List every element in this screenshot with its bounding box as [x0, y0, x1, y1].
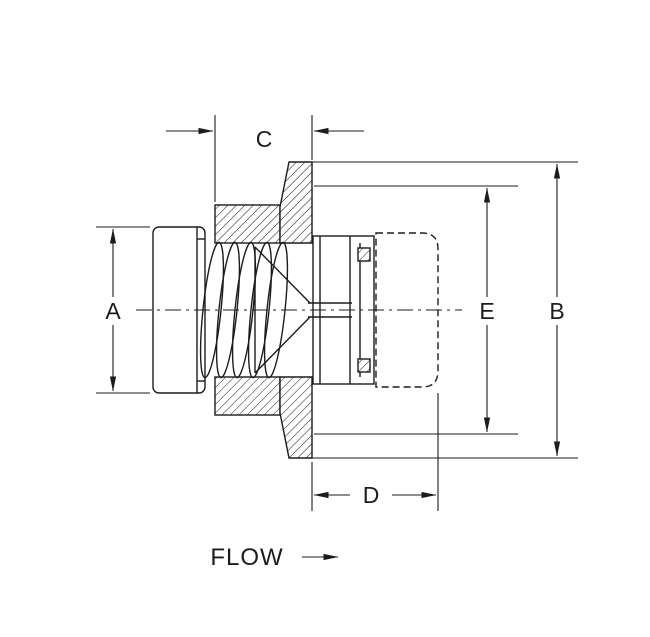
body-bottom-wall — [214, 376, 281, 416]
flange-bottom-half — [279, 376, 313, 459]
cone-edge-line — [254, 316, 311, 374]
spring-coil — [247, 241, 273, 379]
dimension-e: E — [314, 185, 518, 435]
spring-coil — [215, 241, 241, 379]
flange-top-half — [279, 161, 313, 244]
dimension-c: C — [166, 115, 364, 202]
dimension-a: A — [96, 226, 150, 394]
flow-label: FLOW — [210, 544, 283, 571]
dim-label-e: E — [479, 298, 494, 324]
dim-label-b: B — [549, 298, 564, 324]
dimension-b: B — [312, 161, 578, 459]
dim-label-a: A — [105, 298, 121, 324]
coil-spring — [199, 241, 289, 379]
retaining-ring-groove-bottom — [357, 358, 371, 373]
body-top-wall — [214, 204, 281, 244]
dim-label-d: D — [363, 482, 380, 508]
cone-edge-line — [254, 246, 311, 304]
flow-annotation: FLOW — [210, 544, 339, 571]
dim-label-c: C — [256, 126, 273, 152]
retaining-ring-groove-top — [357, 247, 371, 262]
dimension-d: D — [311, 393, 439, 511]
valve-cross-section — [136, 161, 462, 459]
spring-coil — [231, 241, 257, 379]
hidden-end-cap — [375, 232, 439, 388]
valve-stem — [308, 302, 352, 318]
spring-coil — [199, 241, 225, 379]
valve-body-walls — [214, 204, 281, 416]
mounting-flange — [279, 161, 313, 459]
spring-coil — [263, 241, 289, 379]
dimensions: C A E B — [96, 115, 578, 511]
